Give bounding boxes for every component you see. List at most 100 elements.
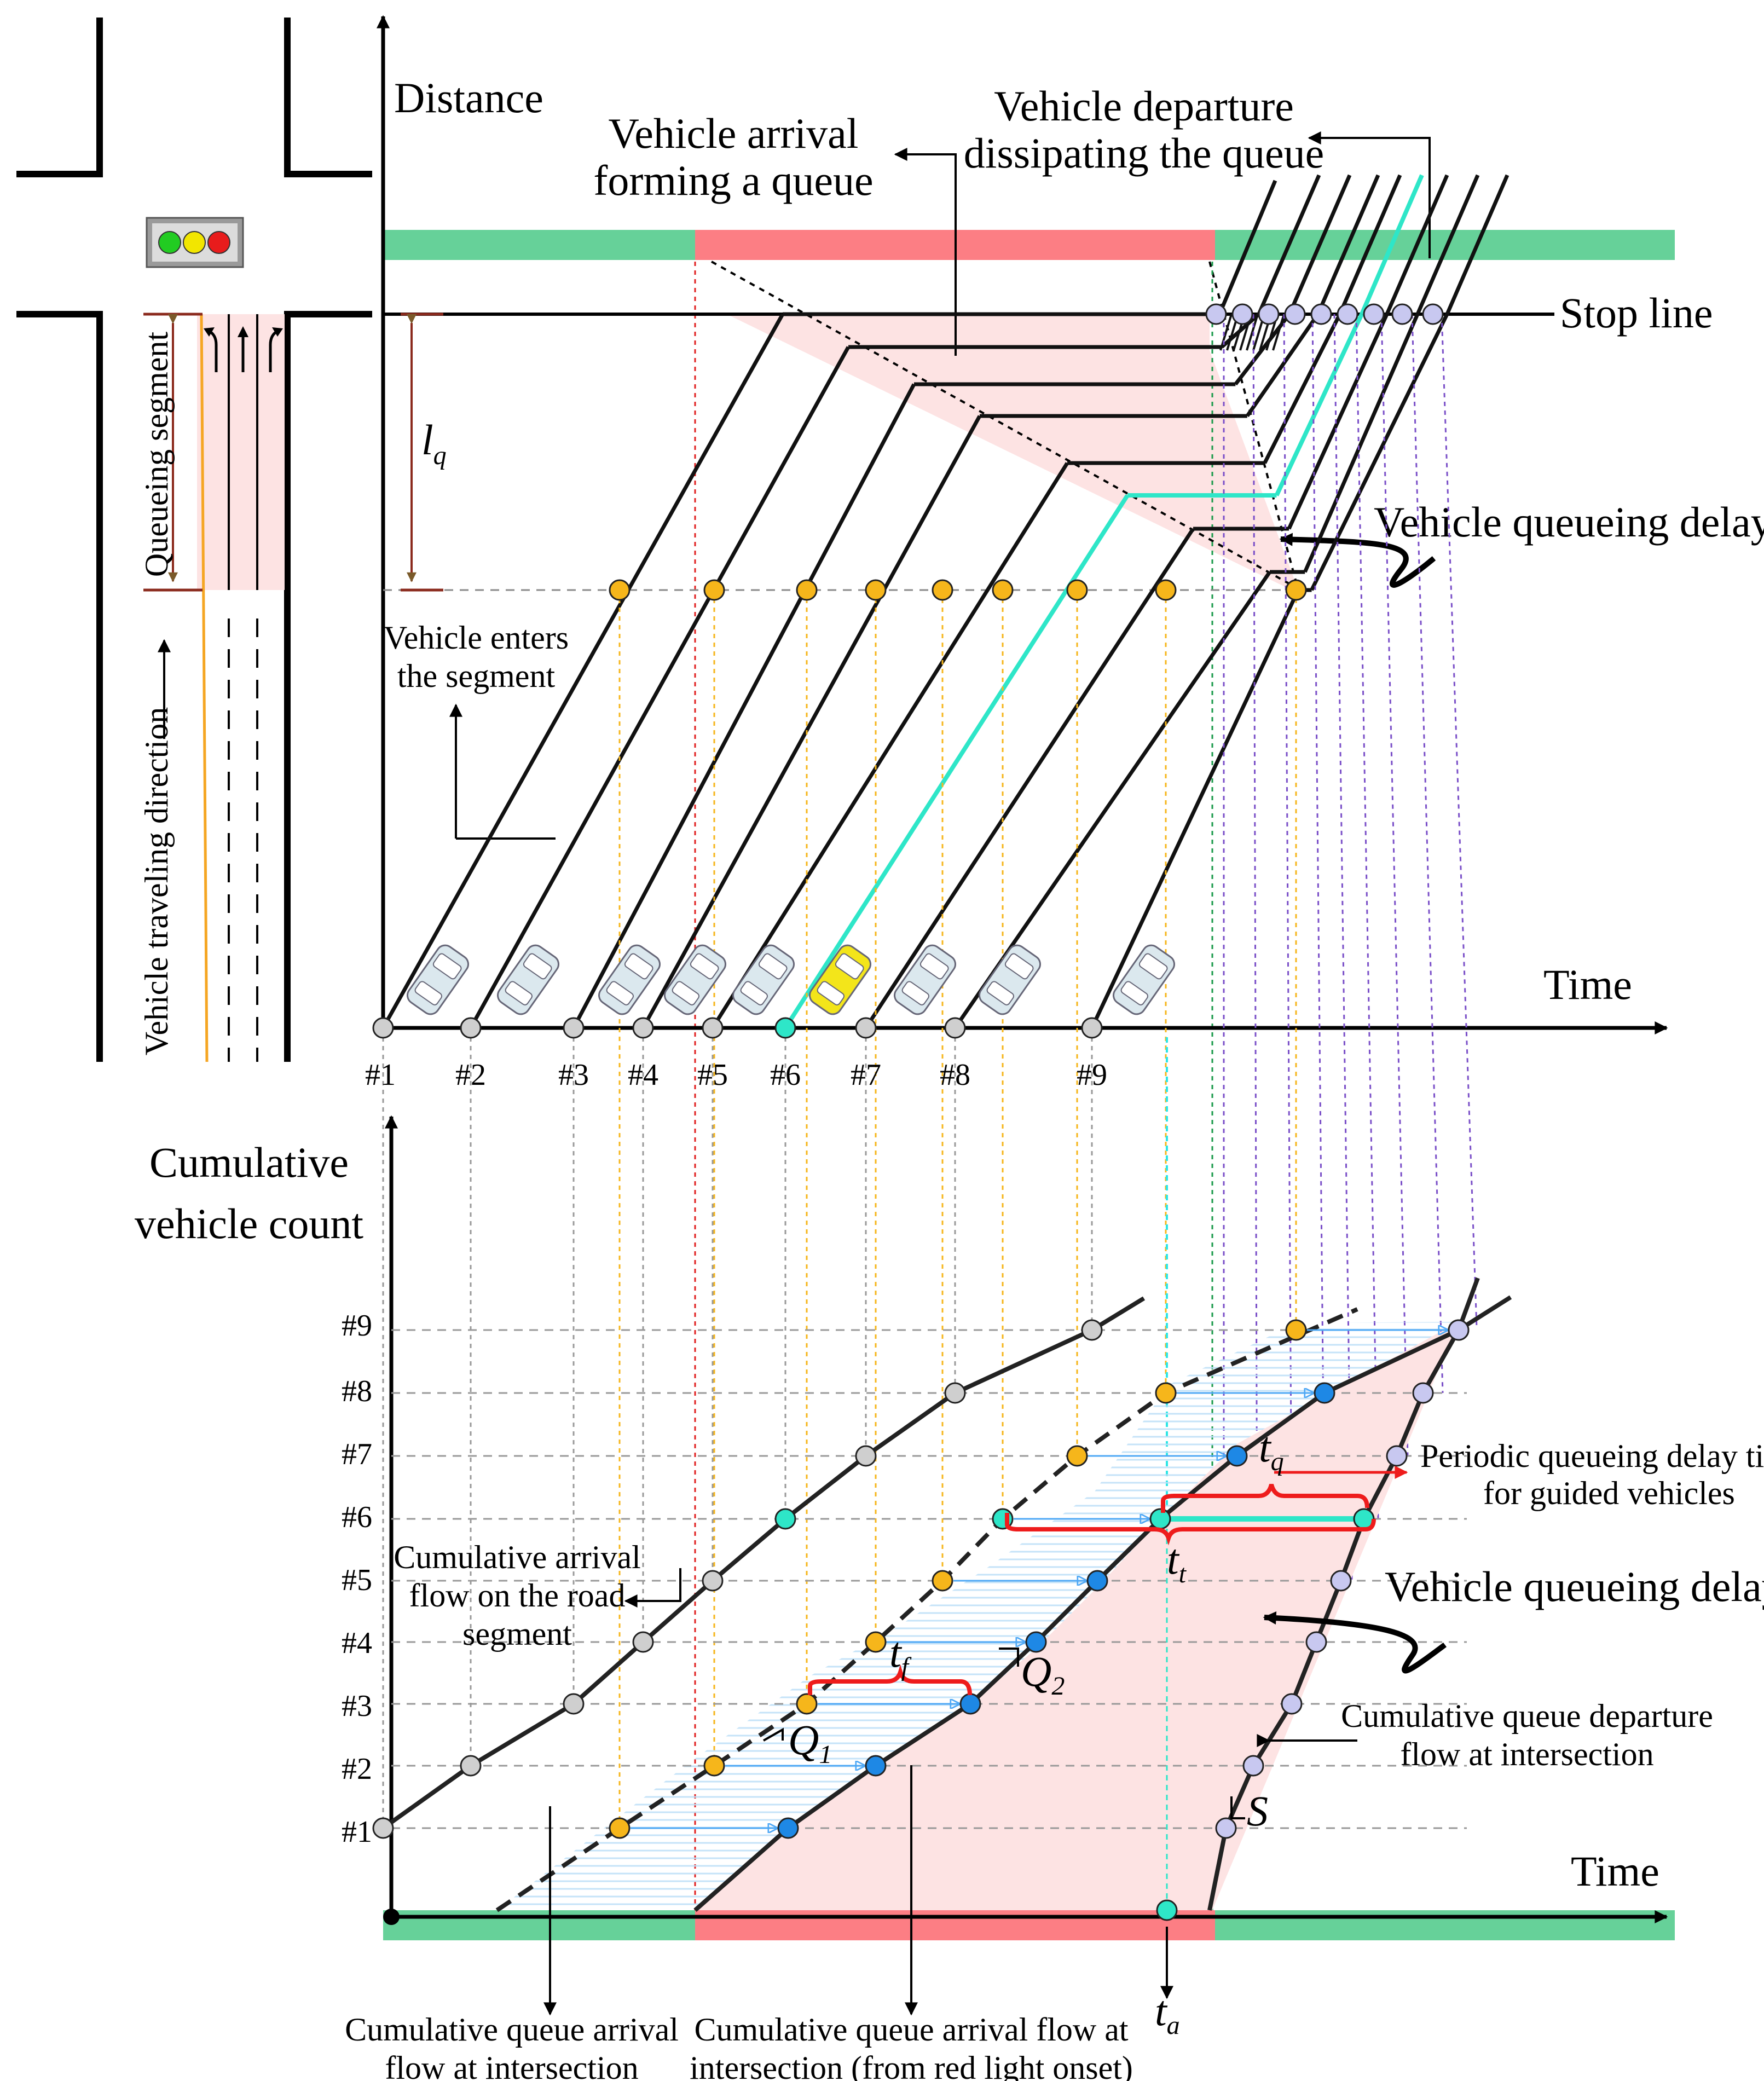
vehicle-id-3: #3: [558, 1058, 589, 1092]
vehicle-car-icon-7-rear-window: [901, 981, 929, 1005]
vehicle-car-icon-9-rear-window: [1120, 981, 1148, 1005]
trajectory-veh-1-exit: [1221, 180, 1277, 308]
entry-node-veh-2: [703, 579, 725, 601]
green-light-icon: [158, 231, 181, 254]
departure-node-1: [1215, 1817, 1237, 1839]
vehicle-car-icon-2-windshield: [523, 953, 552, 980]
start-node-veh-4: [632, 1017, 654, 1039]
vehicle-car-icon-4-rear-window: [672, 981, 699, 1005]
yellow-light-icon: [183, 231, 206, 254]
stopline-node-veh-6: [1337, 303, 1358, 325]
y-tick-9: #9: [342, 1309, 372, 1343]
vehicle-car-icon-3-windshield: [624, 953, 653, 980]
exit-veh-6: [1360, 174, 1424, 315]
stopline-node-veh-8: [1391, 303, 1413, 325]
stopline-node-veh-9: [1422, 303, 1444, 325]
periodic-delay-note: Periodic queueing delay timefor guided v…: [1420, 1438, 1764, 1511]
depart-veh-6: [1274, 313, 1364, 496]
y-tick-4: #4: [342, 1626, 372, 1660]
queue-arrival-curve: [495, 1307, 1358, 1912]
exit-veh-2: [1257, 174, 1321, 315]
stopline-node-veh-7: [1363, 303, 1385, 325]
y-tick-7: #7: [342, 1437, 372, 1471]
departure-node-9: [1448, 1319, 1470, 1341]
start-node-veh-2: [460, 1017, 482, 1039]
exit-veh-7: [1385, 174, 1449, 315]
vehicle-car-icon-8: [979, 944, 1041, 1015]
start-node-veh-8: [944, 1017, 966, 1039]
vehicle-car-icon-5-windshield: [758, 953, 788, 980]
exit-veh-9: [1445, 174, 1509, 315]
vehicle-id-5: #5: [697, 1058, 728, 1092]
start-node-veh-1: [372, 1017, 394, 1039]
y-tick-2: #2: [342, 1752, 372, 1786]
queue-node-3: [959, 1693, 981, 1715]
vehicle-id-7: #7: [851, 1058, 881, 1092]
travel-direction-label: Vehicle traveling direction: [138, 707, 175, 1055]
trajectory-veh-2: [469, 346, 851, 1029]
vehicle-car-icon-1: [407, 944, 469, 1015]
vehicle-car-icon-9: [1113, 944, 1175, 1015]
stopline-node-veh-2: [1231, 303, 1253, 325]
bottom-time-axis-title: Time: [1571, 1847, 1659, 1895]
vehicle-car-icon-3-rear-window: [606, 981, 634, 1005]
start-node-veh-5: [702, 1017, 724, 1039]
departure-node-3: [1281, 1693, 1303, 1715]
vehicle-car-icon-7-body: [894, 944, 956, 1015]
trajectory-veh-3: [571, 383, 916, 1029]
vehicle-id-4: #4: [628, 1058, 658, 1092]
start-node-veh-7: [855, 1017, 877, 1039]
arrival-node-7: [1066, 1445, 1088, 1467]
tq-label: tq: [1259, 1423, 1284, 1476]
depart-veh-8: [1303, 313, 1420, 573]
top-time-axis-title: Time: [1543, 961, 1632, 1008]
vehicle-id-6: #6: [770, 1058, 801, 1092]
vehicle-car-icon-2-rear-window: [505, 981, 533, 1005]
vehicle-car-icon-4-windshield: [690, 953, 719, 980]
road-node-5: [702, 1570, 724, 1592]
vehicle-car-icon-8-windshield: [1004, 953, 1034, 980]
stopline-node-veh-4: [1284, 303, 1306, 325]
q1-label: Q1: [788, 1716, 832, 1769]
vehicle-car-icon-8-rear-window: [986, 981, 1014, 1005]
vehicle-car-icon-4: [664, 944, 726, 1015]
entry-node-veh-7: [1066, 579, 1088, 601]
y-tick-8: #8: [342, 1374, 372, 1408]
entry-node-veh-9: [1285, 579, 1307, 601]
vehicle-car-icon-2: [497, 944, 559, 1015]
red-light-icon: [207, 231, 230, 254]
vehicle-car-icon-7: [894, 944, 956, 1015]
exit-veh-8: [1415, 174, 1480, 315]
entry-node-veh-1: [609, 579, 631, 601]
stopline-node-veh-5: [1310, 303, 1332, 325]
distance-axis-title: Distance: [394, 74, 543, 122]
top-panel: Stop line Distance Time lq Vehicle enter…: [372, 15, 1764, 1921]
tt-bracket: [1005, 1513, 1376, 1546]
dissipation-wave-5: [1246, 314, 1259, 351]
depart-veh-9: [1310, 313, 1449, 591]
depart-veh-7: [1287, 313, 1389, 530]
queue-node-1: [777, 1817, 799, 1839]
depart-veh-5: [1263, 313, 1342, 464]
exit-veh-3: [1287, 174, 1352, 315]
arrival-node-1: [609, 1817, 631, 1839]
arrival-node-3: [796, 1693, 818, 1715]
trajectory-veh-4: [641, 415, 982, 1029]
road-node-3: [563, 1693, 585, 1715]
vehicle-car-icon-1-rear-window: [414, 981, 442, 1005]
tf-label: tf: [889, 1628, 912, 1681]
depart-guide-7: [1380, 314, 1409, 1456]
entry-node-veh-3: [796, 579, 818, 601]
y-tick-labels: #1 #2 #3 #4 #5 #6 #7 #8 #9: [342, 1309, 372, 1849]
bottom-queueing-delay-label: Vehicle queueing delay: [1385, 1563, 1764, 1610]
depart-guide-8: [1411, 314, 1444, 1394]
q2-label: Q2: [1021, 1648, 1065, 1701]
queue-node-7: [1226, 1445, 1248, 1467]
trajectory-veh-9: [1090, 589, 1300, 1029]
